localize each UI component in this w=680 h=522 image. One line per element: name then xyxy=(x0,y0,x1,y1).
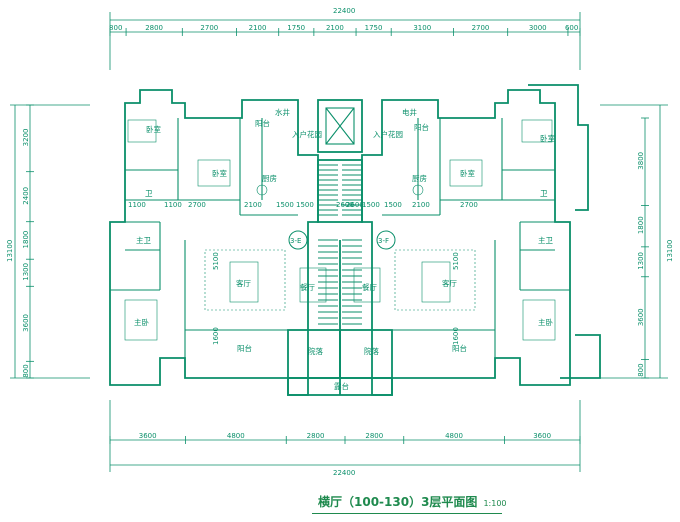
room-elec-well-right: 电井 xyxy=(402,107,417,117)
left-dim-5: 800 xyxy=(22,364,30,377)
top-dim-8: 2700 xyxy=(472,24,490,32)
room-master-bath-right: 主卫 xyxy=(538,235,553,245)
inner-dim-12: 1500 xyxy=(296,201,314,209)
bottom-dim-2: 2800 xyxy=(307,432,325,440)
left-dim-4: 3600 xyxy=(22,314,30,332)
room-bedroom-left-1: 卧室 xyxy=(146,124,161,134)
room-bath-right: 卫 xyxy=(540,189,548,198)
total-width-top: 22400 xyxy=(333,7,355,15)
room-balcony-right-bottom: 阳台 xyxy=(452,343,467,353)
room-entry-garden-left: 入户花园 xyxy=(292,129,322,139)
inner-dim-0: 2700 xyxy=(188,201,206,209)
unit-tag-right-label: 3-F xyxy=(378,237,389,245)
title-underline xyxy=(312,513,502,514)
room-dining-right: 餐厅 xyxy=(362,283,377,292)
inner-dim-11: 1600 xyxy=(452,327,460,345)
top-dim-2: 2700 xyxy=(200,24,218,32)
inner-dim-2: 1500 xyxy=(276,201,294,209)
unit-tag-right: 3-F xyxy=(376,230,396,250)
room-bedroom-right-1: 卧室 xyxy=(540,133,555,143)
room-kitchen-right: 厨房 xyxy=(412,173,427,183)
inner-dim-10: 1600 xyxy=(212,327,220,345)
inner-dim-1: 2100 xyxy=(244,201,262,209)
room-water-well-left: 水井 xyxy=(275,107,290,117)
room-dining-left: 餐厅 xyxy=(300,283,315,292)
top-dim-3: 2100 xyxy=(249,24,267,32)
top-dim-6: 1750 xyxy=(365,24,383,32)
top-dim-7: 3100 xyxy=(413,24,431,32)
right-dim-0: 3800 xyxy=(637,152,645,170)
room-master-bedroom-right: 主卧 xyxy=(538,317,553,327)
right-dim-3: 3600 xyxy=(637,308,645,326)
room-kitchen-left: 厨房 xyxy=(262,173,277,183)
inner-dim-7: 1100 xyxy=(164,201,182,209)
inner-dim-5: 2700 xyxy=(460,201,478,209)
bottom-dim-4: 4800 xyxy=(445,432,463,440)
room-balcony-right-top: 阳台 xyxy=(414,122,429,132)
room-courtyard-left: 院落 xyxy=(308,346,323,356)
inner-dim-14: 2600 xyxy=(336,201,354,209)
inner-dim-9: 5100 xyxy=(452,252,460,270)
bottom-dim-1: 4800 xyxy=(227,432,245,440)
top-dim-1: 2800 xyxy=(145,24,163,32)
bottom-dim-0: 3600 xyxy=(139,432,157,440)
total-depth-left: 13100 xyxy=(6,240,14,262)
drawing-scale: 1:100 xyxy=(483,499,507,508)
room-living-right: 客厅 xyxy=(442,278,457,288)
unit-tag-left: 3-E xyxy=(288,230,308,250)
inner-dim-15: 2600 xyxy=(346,201,364,209)
room-bedroom-left-2: 卧室 xyxy=(212,168,227,178)
inner-dim-8: 5100 xyxy=(212,252,220,270)
right-dim-1: 1800 xyxy=(637,216,645,234)
room-courtyard-right: 院落 xyxy=(364,346,379,356)
left-dim-0: 3200 xyxy=(22,129,30,147)
room-balcony-left-top: 阳台 xyxy=(255,118,270,128)
top-dim-0: 800 xyxy=(109,24,122,32)
unit-tag-left-label: 3-E xyxy=(290,237,301,245)
room-master-bedroom-left: 主卧 xyxy=(134,317,149,327)
top-dim-5: 2100 xyxy=(326,24,344,32)
room-entry-garden-right: 入户花园 xyxy=(373,129,403,139)
room-bath-left: 卫 xyxy=(145,189,153,198)
left-dim-2: 1800 xyxy=(22,231,30,249)
inner-dim-4: 2100 xyxy=(412,201,430,209)
room-living-left: 客厅 xyxy=(236,278,251,288)
left-dim-1: 2400 xyxy=(22,187,30,205)
room-master-bath-left: 主卫 xyxy=(136,235,151,245)
bottom-dim-3: 2800 xyxy=(365,432,383,440)
left-dim-3: 1300 xyxy=(22,263,30,281)
total-width-bottom: 22400 xyxy=(333,469,355,477)
inner-dim-6: 1100 xyxy=(128,201,146,209)
total-depth-right: 13100 xyxy=(666,240,674,262)
drawing-title-text: 横厅（100-130）3层平面图 xyxy=(318,495,478,509)
bottom-dim-5: 3600 xyxy=(533,432,551,440)
inner-dim-13: 1500 xyxy=(362,201,380,209)
top-dim-4: 1750 xyxy=(287,24,305,32)
top-dim-10: 600 xyxy=(565,24,578,32)
right-dim-4: 800 xyxy=(637,363,645,376)
right-dim-2: 1300 xyxy=(637,252,645,270)
room-terrace: 露台 xyxy=(334,381,349,391)
room-bedroom-right-2: 卧室 xyxy=(460,168,475,178)
room-balcony-left-bottom: 阳台 xyxy=(237,343,252,353)
inner-dim-3: 1500 xyxy=(384,201,402,209)
drawing-title: 横厅（100-130）3层平面图 1:100 xyxy=(318,493,507,510)
top-dim-9: 3000 xyxy=(529,24,547,32)
